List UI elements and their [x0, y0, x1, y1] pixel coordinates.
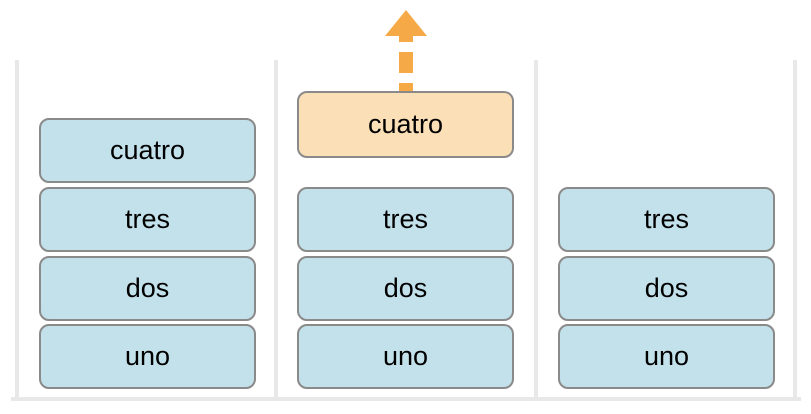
container-wall-1 [15, 60, 19, 398]
container-wall-2 [274, 60, 278, 398]
pop-arrow-icon [385, 10, 427, 94]
stack2-item-tres: tres [297, 187, 514, 252]
stack1-item-uno: uno [39, 324, 256, 389]
stack2-popped-item-cuatro: cuatro [297, 91, 514, 158]
stack1-item-dos: dos [39, 256, 256, 321]
stack2-item-uno: uno [297, 324, 514, 389]
stack3-item-uno: uno [558, 324, 775, 389]
container-floor [11, 397, 801, 401]
stack3-item-tres: tres [558, 187, 775, 252]
stack2-item-dos: dos [297, 256, 514, 321]
container-wall-3 [534, 60, 538, 398]
stack1-item-cuatro: cuatro [39, 118, 256, 183]
container-wall-4 [793, 60, 797, 398]
stack1-item-tres: tres [39, 187, 256, 252]
stack3-item-dos: dos [558, 256, 775, 321]
